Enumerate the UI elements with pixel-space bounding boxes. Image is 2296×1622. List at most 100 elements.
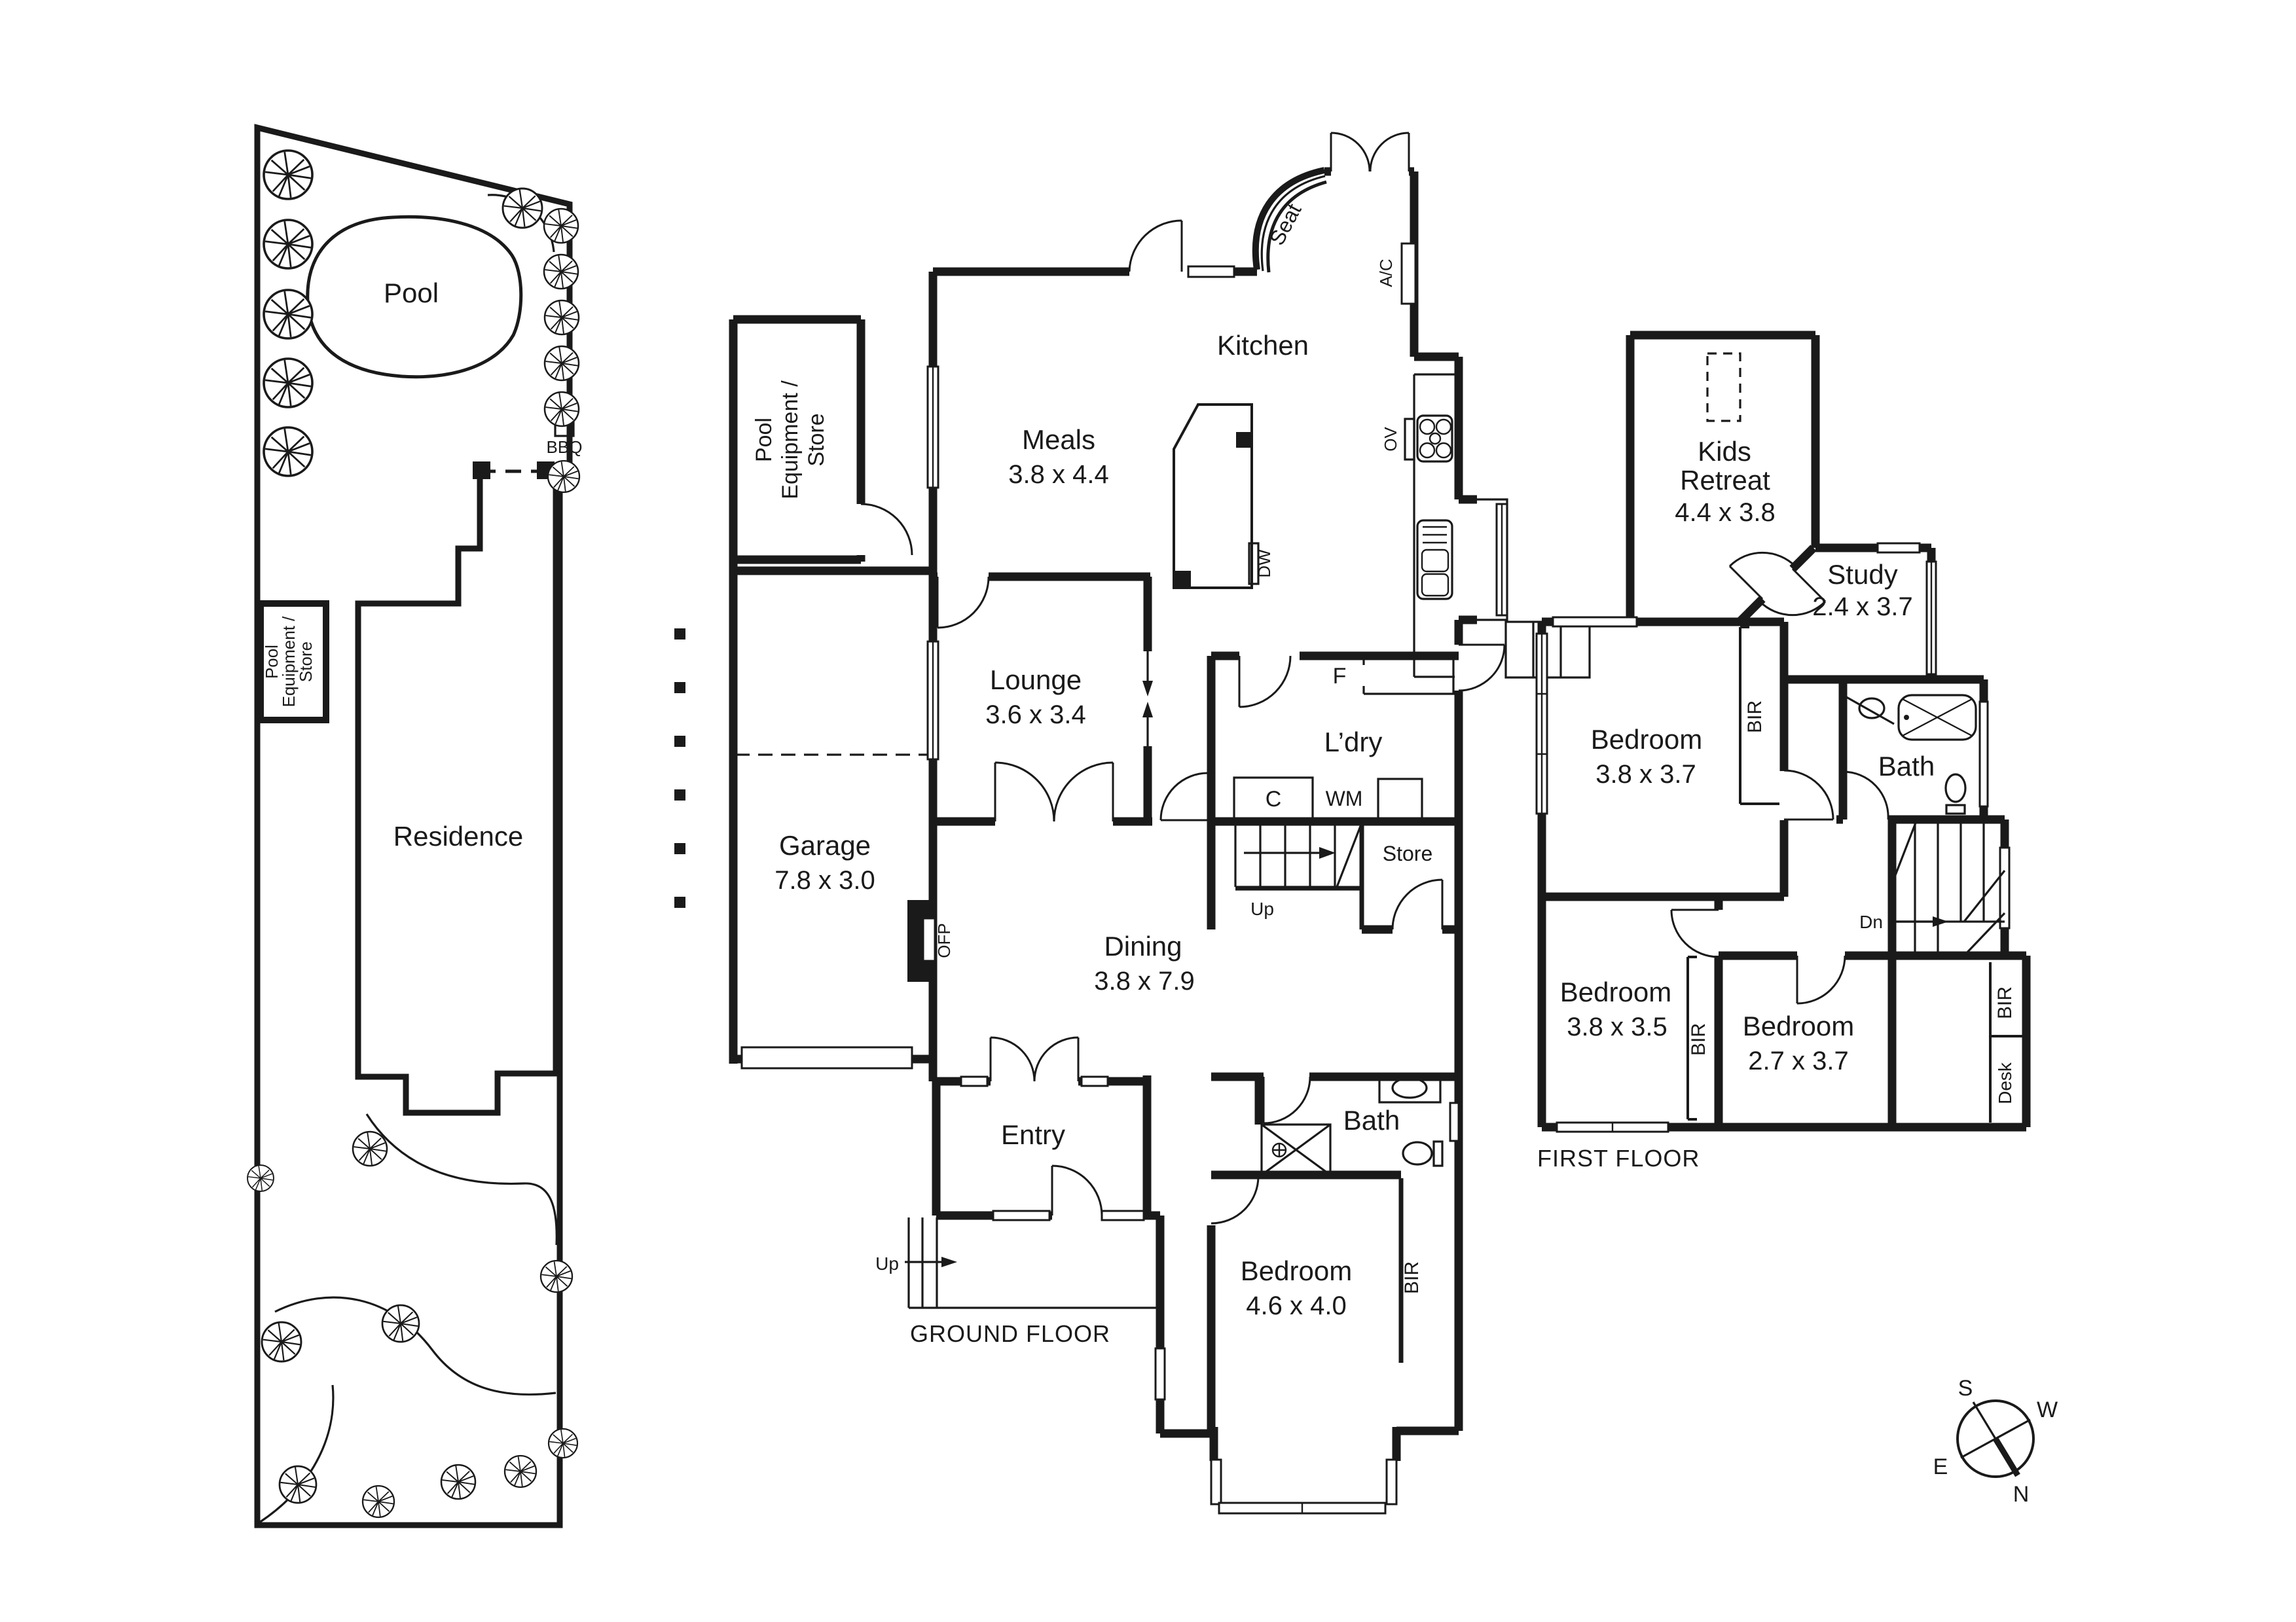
cupboard	[1233, 776, 1314, 821]
compass-ew-arm	[1960, 1418, 2031, 1459]
tree-icon	[263, 426, 314, 477]
dining-dims: 3.8 x 7.9	[1094, 967, 1194, 996]
fence-post	[674, 789, 685, 801]
vanity-bench	[1842, 694, 1895, 725]
tree-icon	[543, 299, 580, 336]
stair-arrow-head	[1933, 916, 1948, 927]
tree-icon	[247, 1164, 274, 1192]
gf-bath-label: Bath	[1343, 1105, 1400, 1136]
garden-path	[274, 1296, 556, 1396]
lounge-opening	[1142, 645, 1153, 753]
bathtub-cross	[1902, 698, 1973, 737]
compass-n: N	[2013, 1482, 2030, 1507]
tree-icon	[440, 1464, 477, 1500]
tree-icon	[263, 357, 314, 408]
store-label: Store	[1383, 842, 1432, 865]
island-corner	[1174, 571, 1191, 588]
compass-south-arm	[1972, 1401, 1997, 1439]
tree-icon	[352, 1130, 388, 1167]
tree-icon	[543, 253, 579, 290]
residence-outline	[355, 473, 559, 1116]
tree-icon	[503, 1454, 538, 1488]
meals-label: Meals	[1022, 424, 1095, 455]
dining-label: Dining	[1104, 931, 1182, 962]
opening-arrow-head	[1142, 702, 1153, 717]
compass-s: S	[1958, 1376, 1973, 1401]
ff-walls-outer	[1537, 331, 2031, 1132]
kitchen-fixtures: OV DW	[1173, 373, 1455, 678]
tree-icon	[501, 187, 543, 229]
lounge-label: Lounge	[990, 664, 1082, 695]
basin	[1858, 697, 1886, 719]
ff-bath-label: Bath	[1878, 751, 1935, 782]
up-stairs-label: Up	[1250, 899, 1274, 919]
toilet-tank	[1432, 1140, 1444, 1167]
ff-doors	[1670, 551, 1889, 1005]
gf-windows	[740, 265, 1508, 1515]
basin	[1391, 1077, 1428, 1099]
kids-retreat-label-1: Kids	[1698, 436, 1751, 467]
burner	[1429, 432, 1442, 445]
study-label: Study	[1827, 559, 1897, 590]
tree-icon	[278, 1465, 318, 1504]
study-dims: 2.4 x 3.7	[1812, 592, 1912, 621]
window	[960, 1075, 989, 1087]
site-plan: Pool BBQ Pool Equipment / Store Residenc…	[247, 124, 685, 1528]
ff-bir2-label: BIR	[1688, 1023, 1709, 1056]
burner	[1435, 442, 1452, 459]
island-corner	[1236, 432, 1252, 448]
residence-label: Residence	[393, 821, 523, 852]
site-pe-label-3: Store	[296, 641, 316, 682]
bath-tap	[1904, 715, 1909, 720]
tree-icon	[543, 207, 579, 244]
window	[1876, 542, 1921, 554]
desk-label: Desk	[1995, 1062, 2015, 1104]
tree-icon	[543, 345, 580, 382]
garage-dims: 7.8 x 3.0	[774, 866, 875, 895]
fence-post	[674, 628, 685, 640]
compass-e: E	[1933, 1454, 1948, 1479]
gf-seat-bay-outer	[1252, 167, 1326, 270]
ff-bedroom1-label: Bedroom	[1591, 724, 1702, 755]
cupboard-label: C	[1266, 787, 1282, 812]
gf-pe-label-3: Store	[804, 413, 829, 466]
wm-label: WM	[1326, 787, 1363, 810]
kitchen-label: Kitchen	[1217, 330, 1309, 361]
sink-basin	[1421, 573, 1449, 597]
dn-label: Dn	[1859, 912, 1883, 932]
basin-bench	[1378, 1073, 1442, 1104]
sink-drainer	[1423, 526, 1447, 544]
ofp-label: OFP	[934, 923, 954, 958]
dishwasher	[1248, 542, 1260, 585]
veranda	[905, 1217, 1158, 1309]
tree-icon	[261, 1321, 302, 1363]
site-pe-label-1: Pool	[262, 645, 282, 679]
ff-bedroom2-label: Bedroom	[1560, 977, 1671, 1007]
gf-walls-outer	[729, 167, 1477, 1461]
tree-icon	[547, 1428, 579, 1459]
ff-stairs	[1888, 819, 2006, 957]
ff-bir1-label: BIR	[1744, 700, 1766, 733]
cooktop	[1416, 414, 1453, 463]
ff-bedroom2-dims: 3.8 x 3.5	[1567, 1013, 1667, 1041]
porch-arrow-head	[941, 1257, 957, 1267]
stair-arrow-head	[1319, 847, 1336, 859]
laundry-fixtures	[1233, 656, 1455, 821]
washing-machine	[1377, 778, 1423, 821]
opening-arrow-head	[1142, 681, 1153, 696]
shower-rose-cross	[1273, 1144, 1286, 1157]
gf-bedroom-label: Bedroom	[1241, 1255, 1352, 1286]
window	[1978, 700, 1989, 808]
kids-retreat-dims: 4.4 x 3.8	[1675, 498, 1775, 527]
gf-bedroom-dims: 4.6 x 4.0	[1246, 1291, 1346, 1320]
ff-bir3-label: BIR	[1994, 986, 2016, 1019]
window	[1552, 616, 1638, 628]
window	[1187, 265, 1235, 278]
up-porch-label: Up	[875, 1253, 899, 1274]
fridge-alcove	[1362, 656, 1455, 695]
compass-w: W	[2037, 1397, 2058, 1422]
toilet	[1944, 773, 1967, 803]
fireplace-slit	[922, 917, 936, 962]
bbq-label: BBQ	[547, 437, 583, 457]
